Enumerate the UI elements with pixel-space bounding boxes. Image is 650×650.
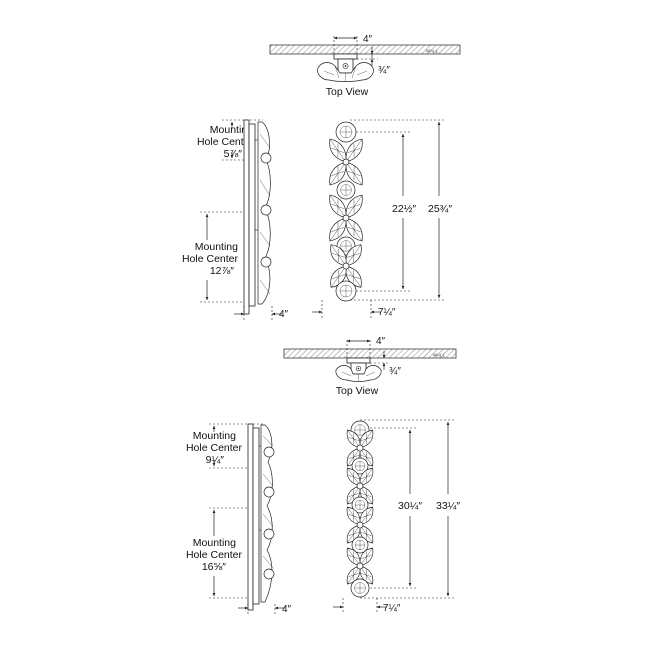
upper-flower-center-1 bbox=[342, 214, 350, 222]
lower-mount-label-2a: Mounting bbox=[193, 537, 236, 549]
lower-side-crystal-stack bbox=[260, 424, 275, 603]
upper-front-view: 22½″ 25¾″ 7¼″ bbox=[312, 119, 452, 318]
upper-front-width: 7¼″ bbox=[378, 306, 396, 318]
upper-top-view-title: Top View bbox=[326, 86, 369, 98]
lower-front-view: 30¼″ 33¼″ 7¼″ bbox=[333, 419, 460, 614]
lower-side-depth-dim: 4″ bbox=[282, 604, 292, 615]
upper-wall-label: WALL bbox=[426, 49, 439, 54]
lower-flower-center-0 bbox=[356, 444, 364, 452]
upper-mount-value-2: 12⅞″ bbox=[210, 265, 234, 277]
upper-front-inner-height: 22½″ bbox=[392, 203, 416, 215]
lower-top-crystal-profile bbox=[335, 365, 382, 382]
upper-top-depth-dim: ¾″ bbox=[378, 65, 390, 76]
lower-top-view-title: Top View bbox=[336, 385, 379, 397]
upper-top-backplate bbox=[333, 53, 358, 60]
lower-front-width: 7¼″ bbox=[383, 602, 401, 614]
lower-mount-label-2b: Hole Center bbox=[186, 549, 243, 561]
upper-front-crystals bbox=[329, 121, 363, 302]
lower-flower-center-1 bbox=[356, 482, 364, 490]
lower-front-inner-height: 30¼″ bbox=[398, 500, 422, 512]
lower-mount-value-1: 9¼″ bbox=[206, 454, 225, 466]
lower-top-depth-dim: ¾″ bbox=[389, 366, 401, 377]
upper-side-wallplate bbox=[243, 119, 250, 315]
lower-mount-value-2: 16⅝″ bbox=[202, 561, 226, 573]
lower-flower-center-3 bbox=[356, 562, 364, 570]
lower-flower-center-2 bbox=[356, 521, 364, 529]
upper-mount-value-1: 5⅞″ bbox=[224, 148, 243, 160]
upper-side-depth-dim: 4″ bbox=[279, 309, 289, 320]
lower-mount-label-1a: Mounting bbox=[193, 430, 236, 442]
upper-flower-center-2 bbox=[342, 262, 350, 270]
upper-wall bbox=[269, 44, 461, 55]
lower-top-width-dim: 4″ bbox=[376, 336, 386, 347]
lower-top-backplate bbox=[346, 357, 371, 364]
upper-side-crystal-stack bbox=[257, 121, 272, 305]
lower-top-view: WALL 4″ ¾″ Top View bbox=[283, 336, 457, 397]
upper-mount-label-1b: Hole Center bbox=[197, 136, 254, 148]
upper-side-view: Mounting Hole Center 5⅞″ Mounting Hole C… bbox=[182, 119, 289, 320]
upper-mount-label-1a: Mounting bbox=[210, 124, 253, 136]
upper-mount-label-2b: Hole Center bbox=[182, 253, 239, 265]
lower-front-crystals bbox=[346, 420, 374, 598]
lower-side-wallplate bbox=[247, 423, 254, 611]
upper-front-overall-height: 25¾″ bbox=[428, 203, 452, 215]
upper-top-width-dim: 4″ bbox=[363, 34, 373, 45]
upper-top-crystal-profile bbox=[317, 62, 374, 82]
upper-mount-label-2a: Mounting bbox=[195, 241, 238, 253]
lower-front-overall-height: 33¼″ bbox=[436, 500, 460, 512]
upper-top-view: WALL 4″ ¾″ Top View bbox=[269, 34, 461, 98]
lower-mount-label-1b: Hole Center bbox=[186, 442, 243, 454]
lower-side-view: Mounting Hole Center 9¼″ Mounting Hole C… bbox=[186, 423, 292, 616]
upper-flower-center-0 bbox=[342, 158, 350, 166]
lower-wall-label: WALL bbox=[433, 353, 446, 358]
